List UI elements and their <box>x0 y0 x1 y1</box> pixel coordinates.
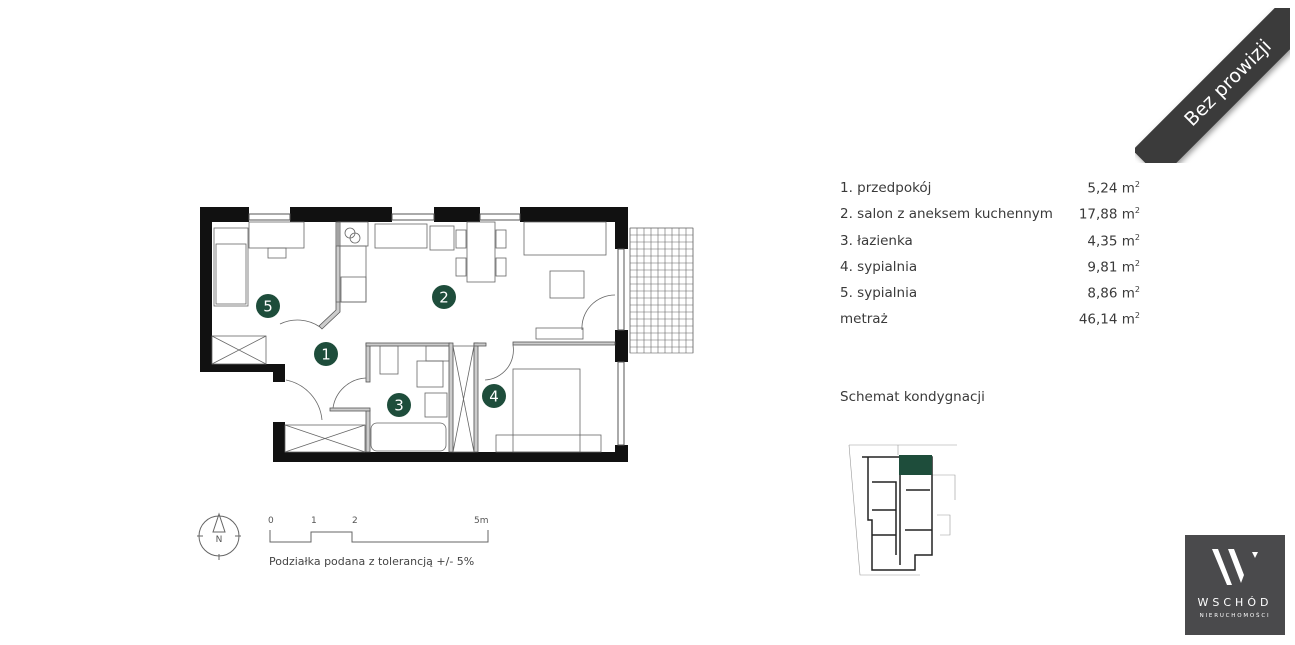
svg-text:N: N <box>216 535 223 545</box>
logo-w-mark-icon <box>1212 549 1258 585</box>
room-row: 4. sypialnia 9,81 m2 <box>840 259 1140 285</box>
room-marker-2: 2 <box>432 285 456 309</box>
room-label: 5. sypialnia <box>840 285 918 302</box>
room-area: 4,35 m2 <box>1087 232 1140 250</box>
compass-north-icon: N <box>197 512 241 560</box>
exterior-walls <box>200 207 628 462</box>
room-row: 2. salon z aneksem kuchennym 17,88 m2 <box>840 206 1140 232</box>
scale-tick-1: 1 <box>311 516 317 526</box>
room-row: 3. łazienka 4,35 m2 <box>840 233 1140 259</box>
scale-tick-0: 0 <box>268 516 274 526</box>
room-area: 17,88 m2 <box>1078 206 1140 223</box>
room-marker-3: 3 <box>387 393 411 417</box>
scale-tick-5m: 5m <box>474 516 489 526</box>
scale-tolerance-note: Podziałka podana z tolerancją +/- 5% <box>269 555 475 568</box>
interior-walls <box>318 221 616 453</box>
room-area: 46,14 m2 <box>1078 311 1140 328</box>
balcony <box>629 227 694 354</box>
room-area: 9,81 m2 <box>1087 258 1140 276</box>
scale-tick-2: 2 <box>352 516 358 526</box>
scale-bar <box>269 530 489 543</box>
floor-schema-title: Schemat kondygnacji <box>840 389 985 405</box>
room-row: 5. sypialnia 8,86 m2 <box>840 285 1140 311</box>
svg-text:1: 1 <box>321 346 331 364</box>
room-marker-5: 5 <box>256 294 280 318</box>
company-logo: WSCHÓD NIERUCHOMOŚCI <box>1185 535 1285 635</box>
room-label: 1. przedpokój <box>840 180 932 196</box>
room-markers: 5 2 1 3 4 <box>256 285 506 417</box>
highlighted-unit <box>899 455 932 475</box>
svg-text:4: 4 <box>489 388 499 406</box>
room-row: metraż 46,14 m2 <box>840 311 1140 337</box>
room-label: 3. łazienka <box>840 232 913 249</box>
svg-text:3: 3 <box>394 397 404 415</box>
logo-name: WSCHÓD <box>1197 596 1273 609</box>
room-marker-1: 1 <box>314 342 338 366</box>
furniture <box>211 221 616 453</box>
floor-schema <box>848 444 957 576</box>
floor-plan: 5 2 1 3 4 <box>200 207 694 462</box>
room-area: 5,24 m2 <box>1087 180 1140 197</box>
room-area: 8,86 m2 <box>1087 285 1140 302</box>
svg-text:2: 2 <box>439 289 449 307</box>
svg-text:5: 5 <box>263 298 273 316</box>
room-label: metraż <box>840 311 888 328</box>
logo-subtitle: NIERUCHOMOŚCI <box>1199 613 1271 619</box>
room-marker-4: 4 <box>482 384 506 408</box>
no-commission-badge: Bez prowizji <box>1135 8 1290 163</box>
room-row: 1. przedpokój 5,24 m2 <box>840 180 1140 206</box>
windows <box>248 213 625 446</box>
badge-label: Bez prowizji <box>1180 35 1276 131</box>
room-area-list: 1. przedpokój 5,24 m2 2. salon z aneksem k… <box>840 180 1140 338</box>
room-label: 2. salon z aneksem kuchennym <box>840 206 1053 223</box>
room-label: 4. sypialnia <box>840 258 918 275</box>
